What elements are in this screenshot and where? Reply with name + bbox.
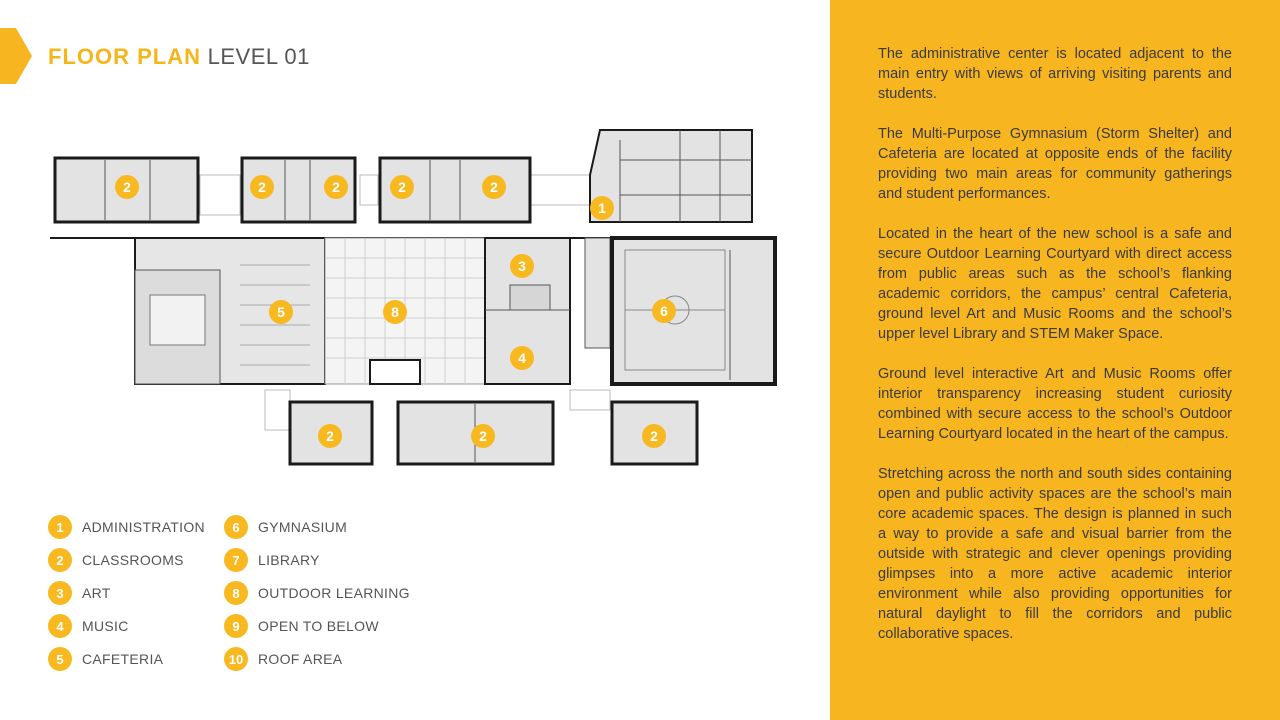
plan-marker: 2 (642, 424, 666, 448)
svg-text:4: 4 (518, 350, 526, 366)
svg-text:6: 6 (660, 303, 668, 319)
plan-marker: 2 (115, 175, 139, 199)
svg-text:2: 2 (326, 428, 334, 444)
description-panel: The administrative center is located adj… (830, 0, 1280, 720)
plan-marker: 2 (390, 175, 414, 199)
page-title: FLOOR PLAN LEVEL 01 (48, 44, 310, 70)
svg-text:2: 2 (258, 179, 266, 195)
description-paragraph: Stretching across the north and south si… (878, 466, 1232, 642)
svg-text:2: 2 (398, 179, 406, 195)
description-paragraph: Ground level interactive Art and Music R… (878, 366, 1232, 442)
plan-marker: 8 (383, 300, 407, 324)
plan-marker: 3 (510, 254, 534, 278)
description-paragraph: The administrative center is located adj… (878, 46, 1232, 102)
plan-marker: 2 (324, 175, 348, 199)
plan-markers: 2 2 2 2 2 1 5 8 3 4 6 2 2 2 (115, 175, 676, 448)
connector (264, 389, 291, 431)
connector (529, 174, 591, 206)
main-block (50, 236, 777, 386)
svg-text:8: 8 (391, 304, 399, 320)
plan-marker: 2 (250, 175, 274, 199)
plan-marker: 2 (471, 424, 495, 448)
administration-block (589, 129, 753, 223)
svg-text:2: 2 (123, 179, 131, 195)
plan-marker: 5 (269, 300, 293, 324)
plan-marker: 4 (510, 346, 534, 370)
floor-plan: 2 2 2 2 2 1 5 8 3 4 6 2 2 2 (50, 129, 777, 466)
connector (199, 174, 241, 216)
plan-marker: 1 (590, 196, 614, 220)
plan-marker: 2 (482, 175, 506, 199)
svg-text:5: 5 (277, 304, 285, 320)
plan-marker: 6 (652, 299, 676, 323)
page-title-level: LEVEL 01 (207, 44, 310, 69)
description-paragraph: Located in the heart of the new school i… (878, 226, 1232, 342)
connector (359, 174, 379, 206)
connector (569, 389, 611, 411)
svg-text:2: 2 (479, 428, 487, 444)
page-title-bold: FLOOR PLAN (48, 44, 201, 69)
svg-text:2: 2 (332, 179, 340, 195)
svg-text:2: 2 (490, 179, 498, 195)
svg-text:2: 2 (650, 428, 658, 444)
title-tab-arrow (0, 28, 32, 84)
plan-marker: 2 (318, 424, 342, 448)
svg-text:1: 1 (598, 200, 606, 216)
description-paragraph: The Multi-Purpose Gymnasium (Storm Shelt… (878, 126, 1232, 202)
svg-text:3: 3 (518, 258, 526, 274)
description-text: The administrative center is located adj… (878, 44, 1232, 664)
